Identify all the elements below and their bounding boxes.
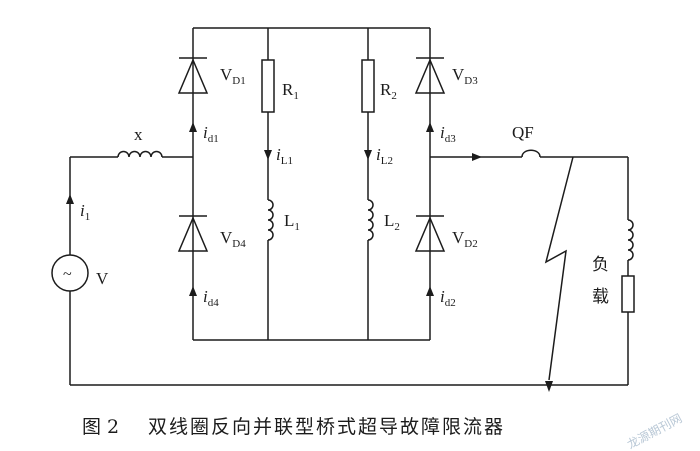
label-i1: i1 [80,201,90,223]
label-vd2: VD2 [452,228,478,250]
watermark: 龙源期刊网 [625,411,685,451]
diode-vd2-symbol [414,215,446,254]
inductor-l2 [367,199,374,241]
label-id4: id4 [203,287,219,309]
fault-bolt [544,156,574,381]
arrow-id1 [189,122,197,132]
fault-arrowhead [545,381,553,392]
diode-vd4-symbol [177,215,209,254]
label-qf: QF [512,123,534,142]
label-source-symbol: ~ [63,266,72,283]
arrow-i1 [66,194,74,204]
diode-vd3-symbol [414,57,446,96]
label-il1: iL1 [276,145,293,167]
label-il2: iL2 [376,145,393,167]
branch-1 [261,28,275,340]
breaker-qf [521,149,541,158]
label-id1: id1 [203,123,219,145]
arrow-il2 [364,150,372,160]
label-x: x [134,125,143,144]
label-r2: R2 [380,80,397,102]
label-id3: id3 [440,123,456,145]
arrow-id3 [426,122,434,132]
arrow-load [472,153,482,161]
label-id2: id2 [440,287,456,309]
source-loop [51,150,193,385]
load-inductor [627,219,634,261]
figure-caption: 双线圈反向并联型桥式超导故障限流器 [148,416,505,438]
label-vd4: VD4 [220,228,246,250]
branch-2 [361,28,375,340]
resistor-r1 [261,59,275,113]
load-resistor [621,275,635,313]
arrow-id2 [426,286,434,296]
figure-number: 图 2 [82,416,119,438]
arrow-id4 [189,286,197,296]
inductor-l1 [267,199,274,241]
diode-vd1-symbol [177,57,209,96]
ac-source-circle [51,254,89,292]
label-r1: R1 [282,80,299,102]
label-load-2: 载 [592,287,609,307]
label-l2: L2 [384,211,400,233]
resistor-r2 [361,59,375,113]
label-l1: L1 [284,211,300,233]
current-arrows [66,122,482,296]
label-vd3: VD3 [452,65,478,87]
label-vd1: VD1 [220,65,246,87]
line-inductor-x [117,150,163,158]
arrow-il1 [264,150,272,160]
label-v: V [96,269,109,288]
label-load-1: 负 [592,255,609,275]
